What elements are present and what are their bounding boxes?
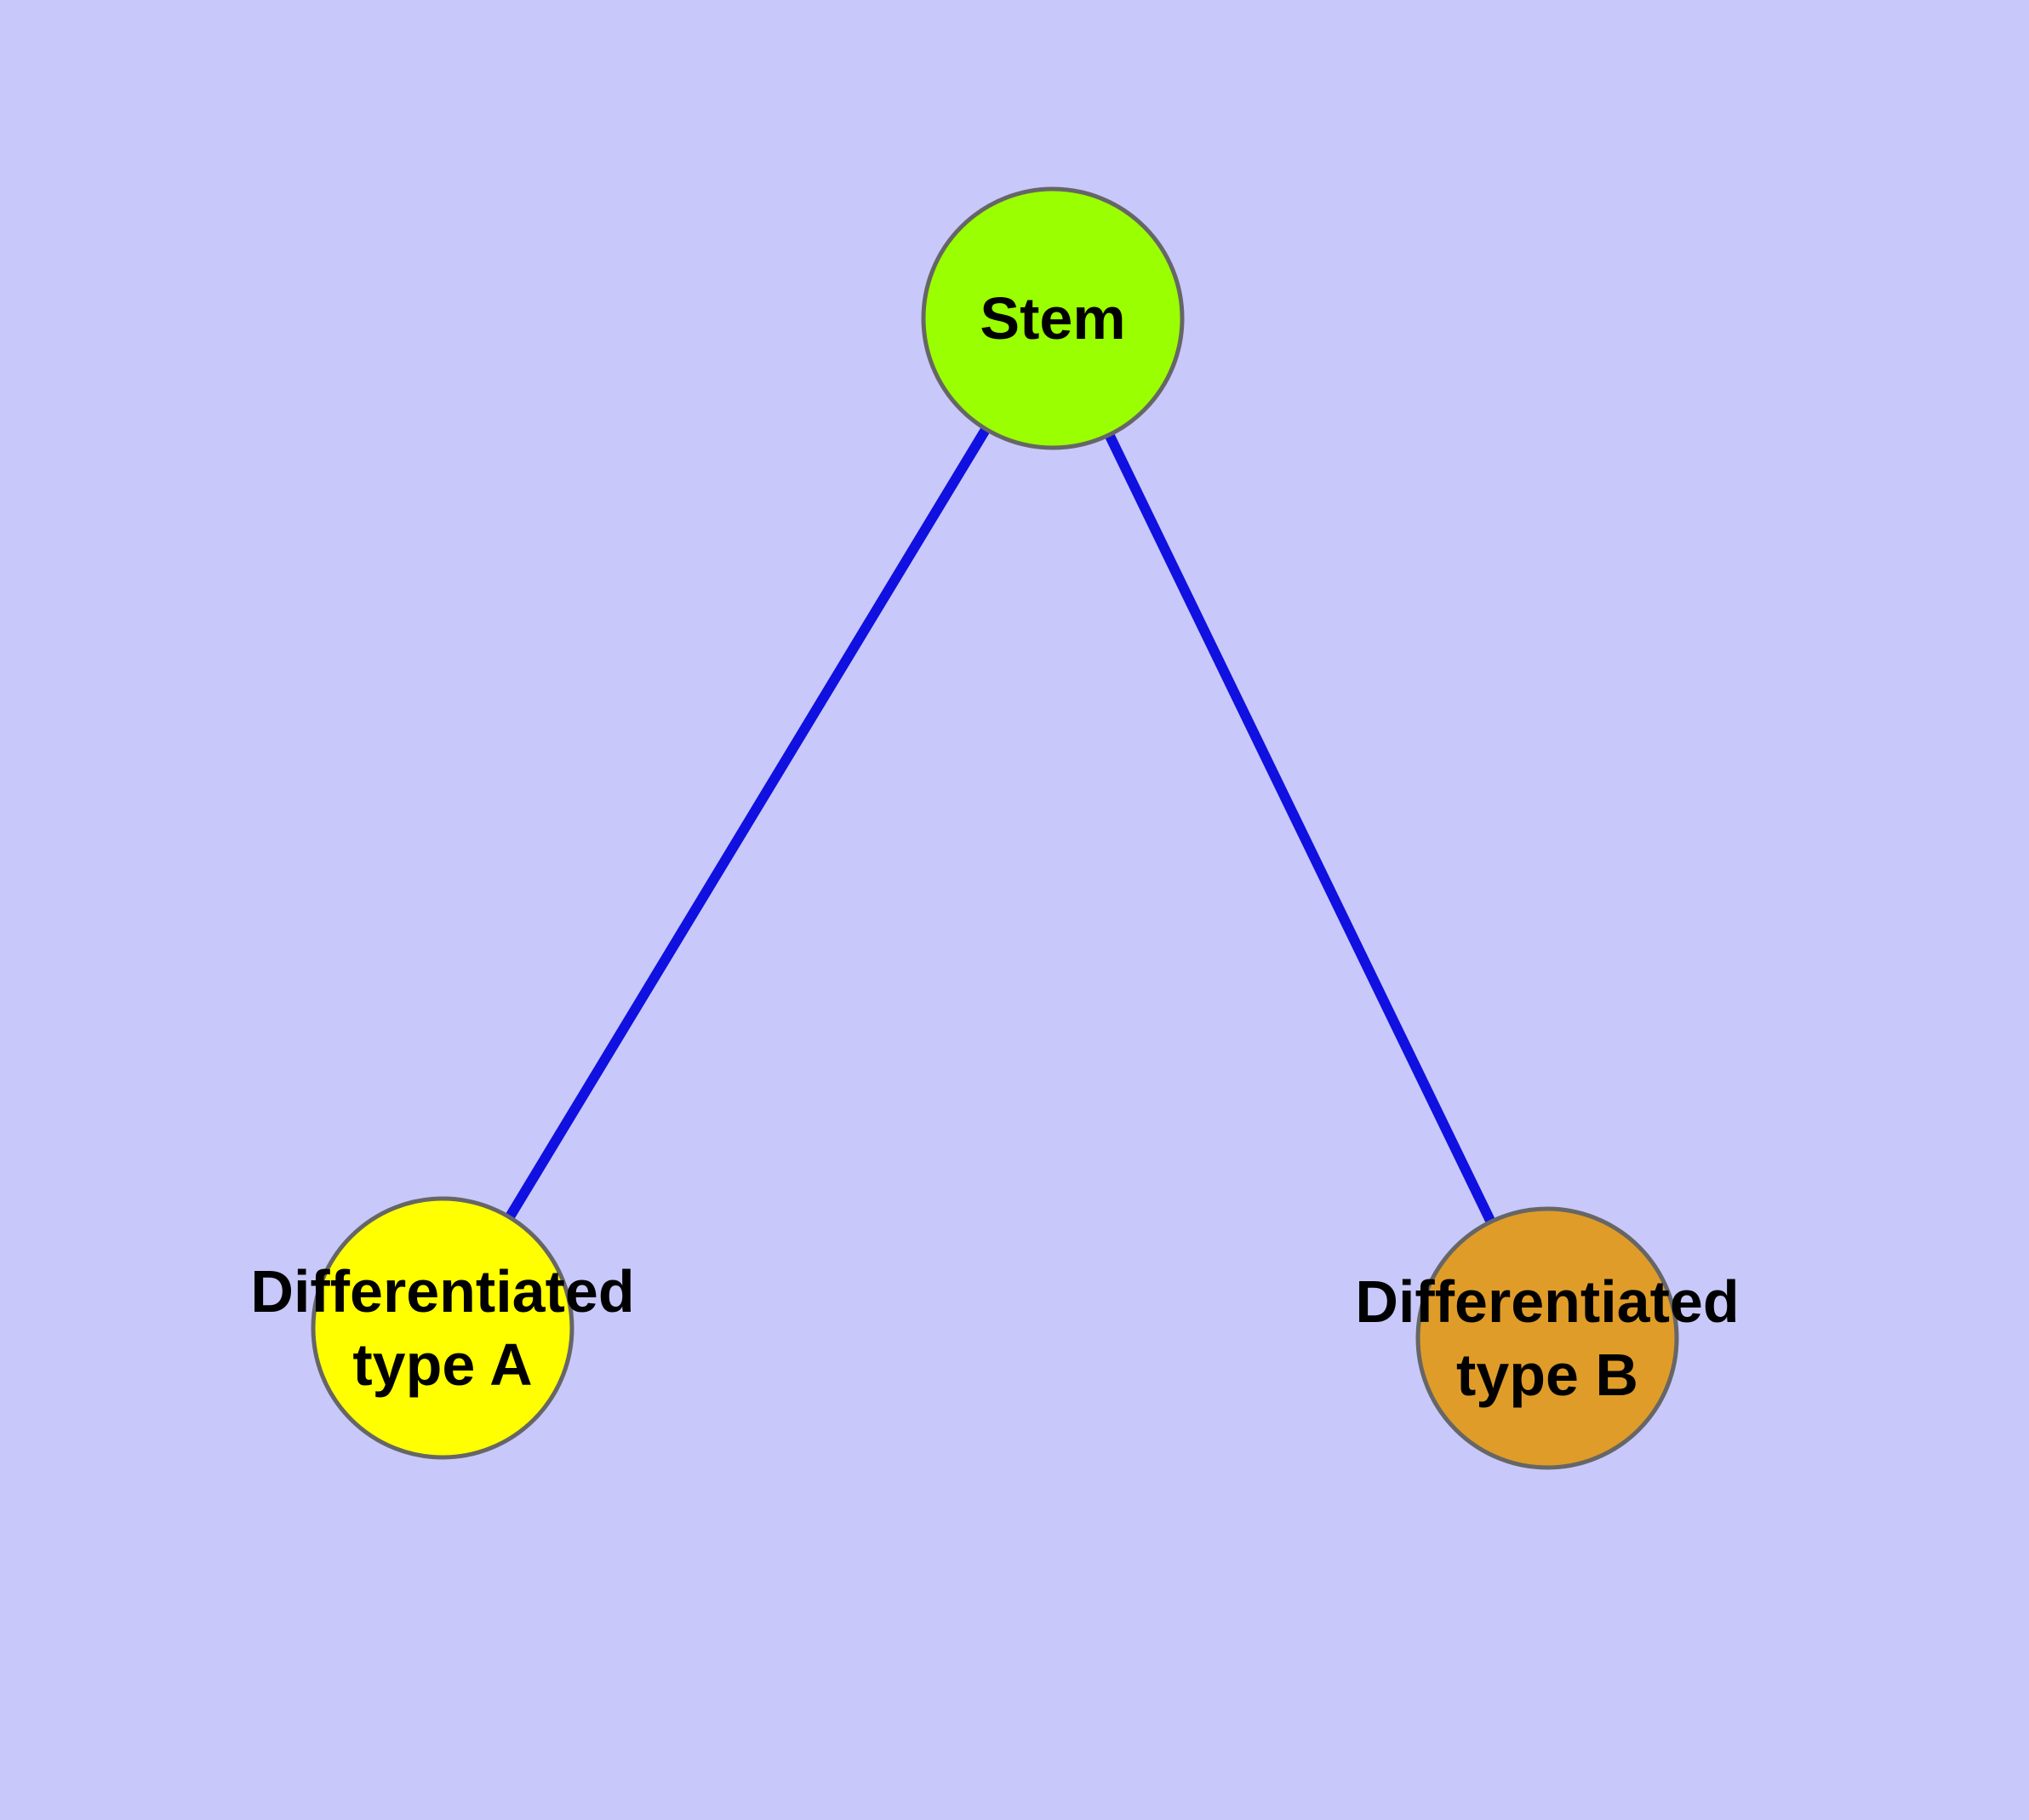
node-differentiated-type-b-circle[interactable] xyxy=(1415,1206,1679,1470)
edge-stem-to-differentiated-type-a[interactable] xyxy=(505,426,991,1221)
node-stem[interactable]: Stem xyxy=(921,186,1185,450)
node-differentiated-type-a-circle[interactable] xyxy=(311,1196,574,1460)
node-stem-circle[interactable] xyxy=(921,186,1185,450)
edge-stem-to-differentiated-type-b[interactable] xyxy=(1104,432,1496,1224)
edge-group xyxy=(505,426,1496,1224)
node-stem-label: Stem xyxy=(980,285,1125,352)
